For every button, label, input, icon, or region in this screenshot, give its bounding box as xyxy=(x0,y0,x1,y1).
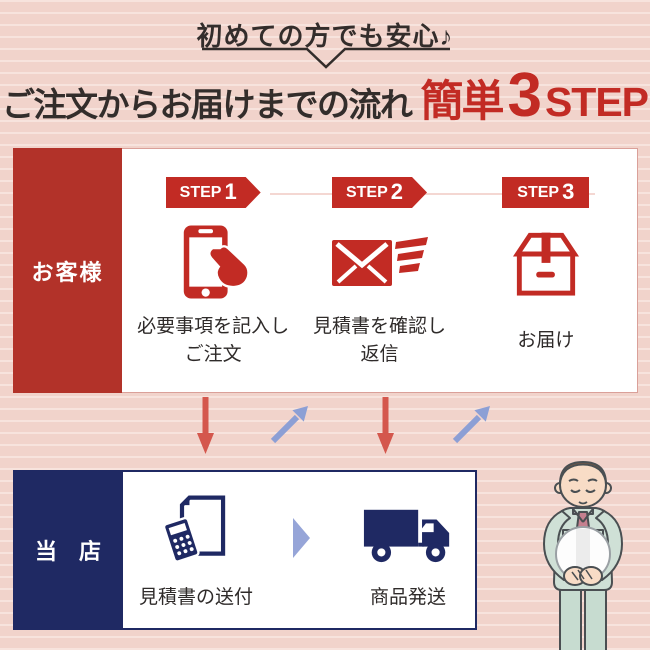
title-accent-word: 簡単 xyxy=(420,78,504,126)
shipping-label: 商品発送 xyxy=(369,586,446,608)
step-connector-line xyxy=(270,193,595,195)
title-accent-number: 3 xyxy=(507,61,542,130)
step-3-badge-prefix: STEP xyxy=(517,183,560,201)
step-1: STEP 1 必要事項を記入 xyxy=(130,177,296,392)
step-3-label-line1: お届け xyxy=(517,330,575,351)
shop-item-quote: 見積書の送付 xyxy=(123,492,269,609)
delivery-truck-icon xyxy=(363,509,450,562)
flow-down-arrow-1 xyxy=(197,397,214,454)
reassurance-bubble-text: 初めての方でも安心♪ xyxy=(196,21,454,51)
quote-document-icon xyxy=(162,495,226,563)
package-box-icon xyxy=(512,232,579,296)
step-2: STEP 2 見積書を確認し 返信 xyxy=(296,177,462,392)
step-2-badge-number: 2 xyxy=(390,178,404,204)
title-main-text: ご注文からお届けまでの流れ xyxy=(1,86,413,123)
step-2-label-line1: 見積書を確認し xyxy=(312,316,446,337)
shop-item-shipping: 商品発送 xyxy=(335,492,481,609)
shop-side-label: 当 店 xyxy=(13,470,123,630)
smartphone-order-icon xyxy=(183,225,250,299)
step-2-label: 見積書を確認し 返信 xyxy=(313,312,446,370)
step-1-label-line1: 必要事項を記入し xyxy=(137,316,290,337)
step-1-label-line2: ご注文 xyxy=(184,344,242,365)
shop-steps: 見積書の送付 商品 xyxy=(123,472,481,628)
bubble-underline-bracket xyxy=(202,47,450,69)
step-3: STEP 3 お届け xyxy=(463,177,629,392)
title-accent-step: STEP xyxy=(544,79,649,125)
mail-reply-icon xyxy=(332,237,429,286)
shop-right-triangle-arrow xyxy=(293,518,310,558)
step-2-label-line2: 返信 xyxy=(360,344,399,365)
step-3-label: お届け xyxy=(517,312,574,370)
customer-side-label: お客様 xyxy=(13,148,122,393)
step-1-badge-number: 1 xyxy=(224,178,237,204)
step-1-badge: STEP 1 xyxy=(166,177,261,208)
step-2-badge: STEP 2 xyxy=(332,177,427,208)
bowing-worker-illustration xyxy=(543,461,623,650)
flow-up-arrow-1 xyxy=(270,406,308,444)
step-3-badge-number: 3 xyxy=(562,178,575,204)
step-2-badge-prefix: STEP xyxy=(345,183,388,201)
flow-down-arrow-2 xyxy=(377,397,394,454)
customer-flow-panel: お客様 STEP 1 xyxy=(13,148,638,393)
step-3-badge: STEP 3 xyxy=(502,177,590,208)
customer-steps: STEP 1 必要事項を記入 xyxy=(122,149,637,392)
flow-up-arrow-2 xyxy=(452,406,490,444)
quote-label: 見積書の送付 xyxy=(138,586,253,608)
step-1-badge-prefix: STEP xyxy=(179,183,222,201)
shop-flow-panel: 当 店 xyxy=(13,470,477,630)
step-1-label: 必要事項を記入し ご注文 xyxy=(137,312,289,370)
